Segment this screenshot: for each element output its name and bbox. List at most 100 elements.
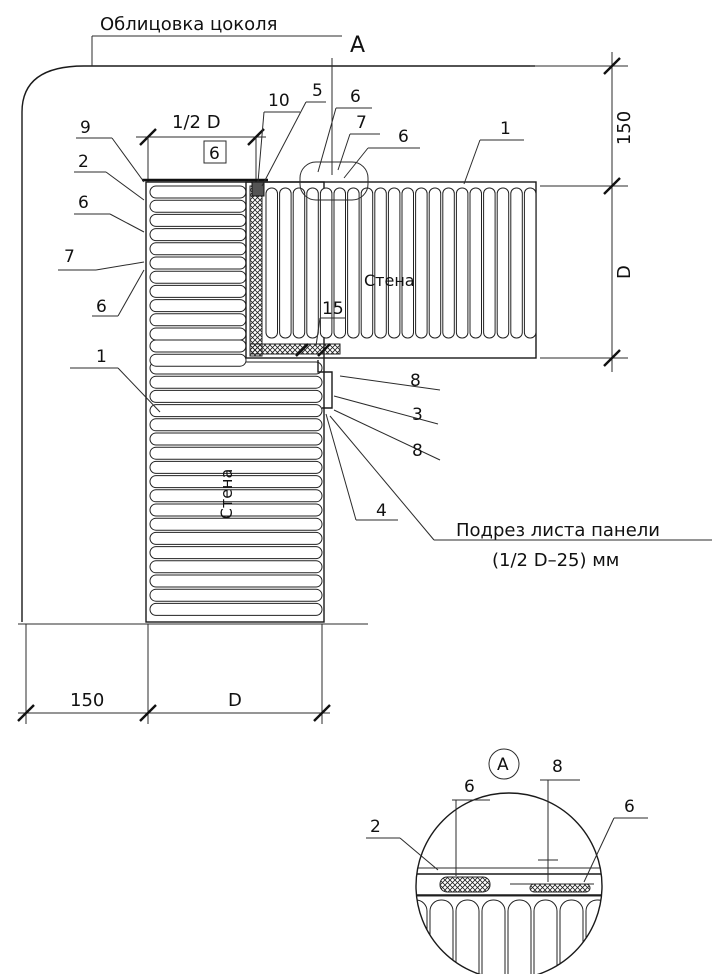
panel-rib bbox=[149, 353, 247, 367]
detail-rib bbox=[559, 899, 584, 974]
leader-7bb bbox=[337, 133, 351, 171]
sealant-strip-bottom bbox=[249, 343, 341, 355]
leader-8b bbox=[333, 409, 441, 461]
callout-8a: 8 bbox=[410, 371, 421, 391]
leader-d2b bbox=[399, 837, 439, 871]
panel-rib bbox=[279, 187, 292, 339]
detail-a-marker bbox=[488, 748, 520, 780]
panel-rib bbox=[265, 187, 278, 339]
dim-d-right: D bbox=[614, 265, 635, 279]
callout-9: 9 bbox=[80, 118, 91, 138]
tick-15a bbox=[295, 343, 309, 357]
vertical-panel-frame bbox=[145, 181, 325, 623]
callout-7b: 7 bbox=[356, 113, 367, 133]
leader-7ab bbox=[95, 261, 145, 271]
callout-4: 4 bbox=[376, 501, 387, 521]
cut-label-line1: Подрез листа панели bbox=[456, 520, 660, 541]
panel-rib bbox=[415, 187, 428, 339]
panel-rib bbox=[149, 446, 323, 460]
leader-6cb bbox=[317, 107, 337, 173]
panel-rib bbox=[149, 284, 247, 298]
panel-rib bbox=[496, 187, 510, 339]
leader-2b bbox=[105, 171, 145, 201]
leader-9b bbox=[111, 137, 145, 183]
panel-rib bbox=[149, 517, 323, 531]
callout-1a: 1 bbox=[500, 119, 511, 139]
callout-a-zone bbox=[299, 161, 369, 201]
panel-rib bbox=[483, 187, 496, 339]
dim-tick-b3 bbox=[313, 704, 331, 722]
dim-tick-r3 bbox=[603, 349, 621, 367]
corner-profile bbox=[317, 360, 333, 409]
leader-10b bbox=[257, 111, 265, 183]
leader-6ab bbox=[109, 213, 145, 233]
panel-rib bbox=[149, 489, 323, 503]
panel-rib bbox=[428, 187, 442, 339]
panel-rib bbox=[149, 602, 323, 616]
section-a-label: A bbox=[350, 33, 365, 58]
callout-2: 2 bbox=[78, 152, 89, 172]
panel-rib bbox=[149, 213, 247, 227]
callout-6-boxed: 6 bbox=[209, 144, 220, 164]
panel-rib bbox=[149, 242, 247, 256]
panel-rib bbox=[306, 187, 319, 339]
detail-sealant-6a bbox=[439, 876, 491, 893]
dim-d-bottom: D bbox=[228, 690, 242, 711]
callout-7a: 7 bbox=[64, 247, 75, 267]
panel-rib bbox=[149, 389, 323, 403]
leader-cut bbox=[329, 415, 435, 541]
panel-rib bbox=[442, 187, 455, 339]
detail-a-circle bbox=[415, 792, 603, 974]
panel-rib bbox=[149, 327, 247, 341]
sealant-strip-vertical bbox=[249, 185, 263, 357]
vertical-panel-cells bbox=[149, 185, 323, 616]
panel-rib bbox=[469, 187, 482, 339]
panel-rib bbox=[149, 299, 247, 313]
detail-a-label: A bbox=[497, 755, 509, 775]
panel-rib bbox=[149, 531, 323, 545]
dim-tick-r2 bbox=[603, 177, 621, 195]
callout-5: 5 bbox=[312, 81, 323, 101]
wall-label-horizontal: Стена bbox=[364, 271, 415, 290]
leader-1bb bbox=[117, 367, 161, 413]
detail-callout-6a: 6 bbox=[464, 777, 475, 797]
panel-rib bbox=[455, 187, 469, 339]
panel-rib bbox=[149, 460, 323, 474]
panel-rib bbox=[319, 187, 333, 339]
leader-1ab bbox=[463, 139, 481, 185]
leader-6bb bbox=[117, 269, 145, 317]
panel-rib bbox=[347, 187, 360, 339]
panel-rib bbox=[149, 503, 323, 517]
panel-rib bbox=[149, 404, 323, 418]
panel-rib bbox=[374, 187, 387, 339]
detail-rib bbox=[416, 899, 428, 974]
panel-rib bbox=[510, 187, 523, 339]
leader-5b bbox=[261, 101, 307, 187]
callout-8b: 8 bbox=[412, 441, 423, 461]
dim-half-d: 1/2 D bbox=[172, 112, 221, 133]
panel-rib bbox=[387, 187, 401, 339]
panel-rib bbox=[523, 187, 537, 339]
leader-d6bb bbox=[583, 817, 615, 883]
dim-150-top: 150 bbox=[614, 111, 635, 145]
panel-rib bbox=[333, 187, 346, 339]
callout-6c: 6 bbox=[350, 87, 361, 107]
panel-rib bbox=[149, 270, 247, 284]
dim-tick-b2 bbox=[139, 704, 157, 722]
detail-rib bbox=[585, 899, 602, 974]
leader-15b bbox=[315, 317, 321, 347]
plinth-facing-outline bbox=[21, 65, 535, 622]
facing-label: Облицовка цоколя bbox=[100, 14, 277, 35]
dim-150-bottom: 150 bbox=[70, 690, 104, 711]
panel-rib bbox=[149, 432, 323, 446]
callout-6b: 6 bbox=[96, 297, 107, 317]
panel-rib bbox=[149, 339, 247, 353]
panel-rib bbox=[149, 185, 247, 199]
detail-callout-2: 2 bbox=[370, 817, 381, 837]
panel-rib bbox=[292, 187, 306, 339]
detail-callout-8: 8 bbox=[552, 757, 563, 777]
detail-rib bbox=[507, 899, 532, 974]
callout-1b: 1 bbox=[96, 347, 107, 367]
panel-rib bbox=[149, 375, 323, 389]
